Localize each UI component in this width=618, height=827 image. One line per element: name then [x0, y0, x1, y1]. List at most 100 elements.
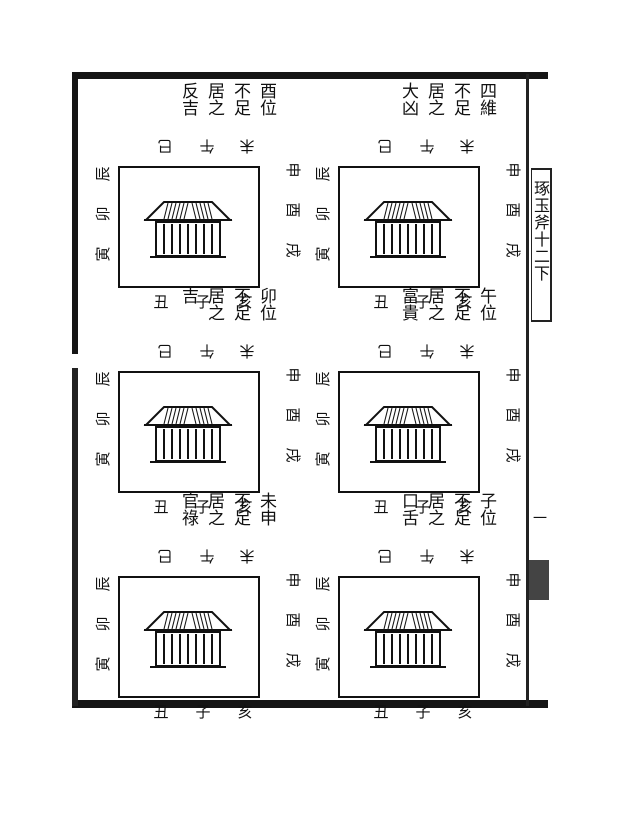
right-border	[526, 74, 529, 706]
spine-mark	[529, 560, 549, 600]
note-column: 不足	[450, 82, 470, 116]
direction-label-shen: 申	[504, 367, 522, 383]
house-icon	[143, 611, 233, 668]
cell-top-right: 四維不足居之大凶未午巳辰卯寅申酉戌丑子亥	[300, 80, 522, 310]
note-column: 富貴	[398, 287, 418, 321]
note-column: 不足	[230, 287, 250, 321]
direction-label-mao: 卯	[94, 616, 112, 632]
house-icon	[143, 201, 233, 258]
direction-label-yin: 寅	[94, 656, 112, 672]
direction-label-shen: 申	[284, 162, 302, 178]
cell-mid-right: 午位不足居之富貴未午巳辰卯寅申酉戌丑子亥	[300, 285, 522, 515]
direction-label-wei: 未	[459, 137, 475, 155]
direction-label-yin: 寅	[314, 246, 332, 262]
cell-note: 酉位不足居之反吉	[142, 82, 282, 152]
direction-label-si: 巳	[157, 547, 173, 565]
direction-label-hai: 亥	[457, 293, 473, 311]
direction-label-hai: 亥	[457, 703, 473, 721]
note-column: 不足	[450, 287, 470, 321]
direction-label-you: 酉	[504, 612, 522, 628]
note-column: 居之	[204, 82, 224, 116]
cell-note: 子位不足居之口舌	[362, 492, 502, 562]
direction-label-si: 巳	[157, 342, 173, 360]
direction-label-chen: 辰	[314, 166, 332, 182]
spine-page-number: 一	[533, 511, 547, 527]
direction-label-zi: 子	[415, 703, 431, 721]
note-column: 不足	[450, 492, 470, 526]
note-column: 卯位	[256, 287, 276, 321]
direction-label-mao: 卯	[314, 206, 332, 222]
direction-label-wu: 午	[199, 547, 215, 565]
direction-label-wu: 午	[419, 547, 435, 565]
direction-label-you: 酉	[284, 407, 302, 423]
house-icon	[143, 406, 233, 463]
note-column: 四維	[476, 82, 496, 116]
top-border	[72, 72, 548, 79]
house-icon	[363, 201, 453, 258]
note-column: 子位	[476, 492, 496, 526]
cell-note: 卯位不足居之吉	[142, 287, 282, 357]
direction-label-mao: 卯	[314, 616, 332, 632]
direction-label-si: 巳	[377, 547, 393, 565]
direction-label-shen: 申	[284, 367, 302, 383]
note-column: 不足	[230, 82, 250, 116]
compass-square	[338, 576, 480, 698]
direction-label-xu: 戌	[284, 242, 302, 258]
direction-label-chou: 丑	[373, 293, 389, 311]
direction-label-hai: 亥	[237, 498, 253, 516]
compass-square	[118, 166, 260, 288]
house-figure	[362, 606, 454, 670]
direction-label-wei: 未	[459, 547, 475, 565]
note-column: 居之	[424, 82, 444, 116]
compass-square	[338, 166, 480, 288]
direction-label-wei: 未	[239, 137, 255, 155]
direction-label-shen: 申	[284, 572, 302, 588]
direction-label-wu: 午	[419, 342, 435, 360]
direction-label-zi: 子	[195, 498, 211, 516]
note-column: 居之	[424, 287, 444, 321]
compass-square	[338, 371, 480, 493]
direction-label-yin: 寅	[314, 656, 332, 672]
direction-label-wu: 午	[199, 342, 215, 360]
direction-label-shen: 申	[504, 572, 522, 588]
direction-label-chou: 丑	[373, 498, 389, 516]
direction-label-wu: 午	[419, 137, 435, 155]
compass-square	[118, 576, 260, 698]
left-border-lower	[72, 368, 78, 706]
direction-label-shen: 申	[504, 162, 522, 178]
direction-label-chou: 丑	[153, 498, 169, 516]
direction-label-xu: 戌	[504, 652, 522, 668]
left-border	[72, 74, 78, 354]
note-column: 官祿	[178, 492, 198, 526]
spine-label-box	[531, 168, 552, 322]
note-column: 居之	[204, 492, 224, 526]
direction-label-you: 酉	[504, 407, 522, 423]
direction-label-yin: 寅	[314, 451, 332, 467]
direction-label-mao: 卯	[314, 411, 332, 427]
note-column: 酉位	[256, 82, 276, 116]
cell-note: 未申不足居之官祿	[142, 492, 282, 562]
cell-mid-left: 卯位不足居之吉未午巳辰卯寅申酉戌丑子亥	[80, 285, 302, 515]
compass-square	[118, 371, 260, 493]
direction-label-hai: 亥	[237, 293, 253, 311]
direction-label-zi: 子	[195, 293, 211, 311]
direction-label-you: 酉	[284, 202, 302, 218]
note-column: 口舌	[398, 492, 418, 526]
house-figure	[142, 196, 234, 260]
direction-label-mao: 卯	[94, 206, 112, 222]
direction-label-si: 巳	[377, 342, 393, 360]
house-figure	[362, 401, 454, 465]
direction-label-chou: 丑	[153, 703, 169, 721]
direction-label-yin: 寅	[94, 451, 112, 467]
note-column: 不足	[230, 492, 250, 526]
direction-label-xu: 戌	[284, 652, 302, 668]
cell-top-left: 酉位不足居之反吉未午巳辰卯寅申酉戌丑子亥	[80, 80, 302, 310]
house-figure	[142, 401, 234, 465]
direction-label-wei: 未	[239, 547, 255, 565]
note-column: 居之	[424, 492, 444, 526]
direction-label-chen: 辰	[314, 371, 332, 387]
direction-label-zi: 子	[195, 703, 211, 721]
direction-label-wu: 午	[199, 137, 215, 155]
direction-label-si: 巳	[157, 137, 173, 155]
